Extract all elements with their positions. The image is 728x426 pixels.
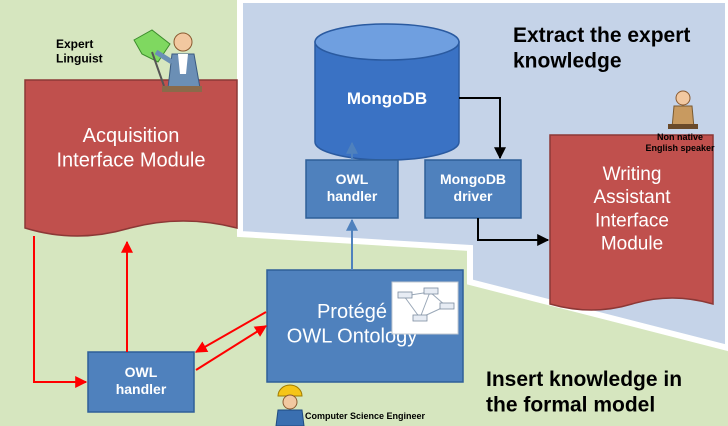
- arrow-driver-to-writing-assistant: [477, 218, 550, 246]
- expert-linguist-icon: [133, 29, 202, 92]
- non-native-speaker-icon: [668, 90, 698, 129]
- arrow-acquisition-to-owl-handler: [33, 236, 88, 388]
- computer-science-engineer-icon: [275, 384, 305, 426]
- ontology-graph-icon: [391, 281, 459, 335]
- computer-science-engineer-label: Computer Science Engineer: [305, 411, 426, 421]
- mongodb-label: MongoDB: [347, 89, 427, 108]
- arrow-protege-to-owl-handler-bottom: [194, 311, 267, 353]
- arrow-mongodb-to-driver: [459, 97, 506, 160]
- arrow-owl-handler-to-protege: [195, 325, 268, 371]
- mongodb-cylinder[interactable]: MongoDB: [314, 23, 460, 161]
